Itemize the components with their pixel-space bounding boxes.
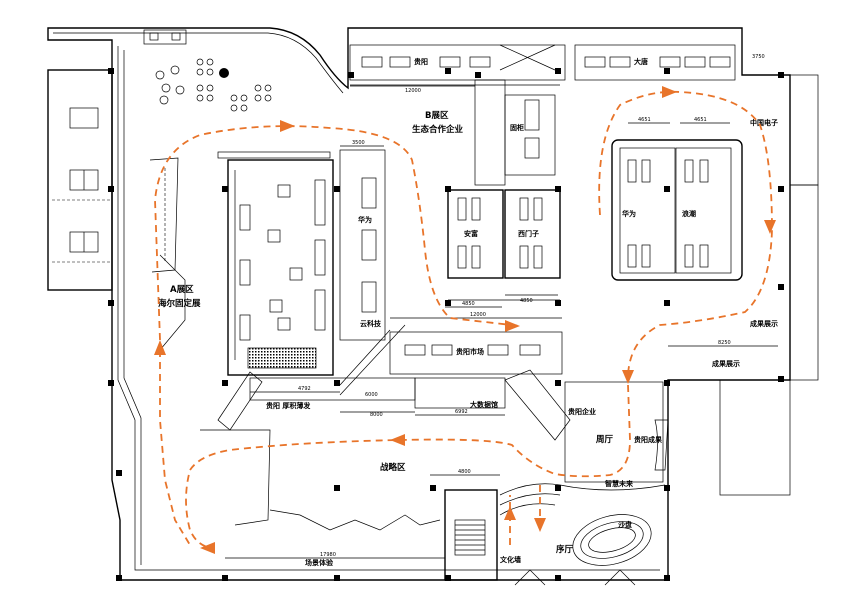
booth-anfu: 安富 — [464, 229, 478, 238]
booth-results-2: 成果展示 — [712, 359, 740, 368]
dimension-lines — [225, 85, 778, 559]
strategy-partitions — [149, 157, 441, 531]
svg-text:4651: 4651 — [638, 117, 651, 123]
svg-text:8250: 8250 — [718, 340, 731, 346]
svg-text:8000: 8000 — [370, 412, 383, 418]
svg-text:6992: 6992 — [455, 409, 468, 415]
b-zone-sub-label: 生态合作企业 — [412, 124, 464, 135]
svg-text:4792: 4792 — [298, 386, 311, 392]
booth-big-data: 大数据馆 — [470, 400, 498, 409]
svg-text:3750: 3750 — [752, 54, 765, 60]
middle-booth-row — [217, 324, 669, 483]
a-zone-label: A展区 — [170, 285, 194, 295]
svg-text:3500: 3500 — [352, 140, 365, 146]
svg-text:12000: 12000 — [405, 88, 421, 94]
dimension-text: 12000 3500 4651 4651 4850 4850 12000 600… — [298, 54, 765, 558]
booth-cabinet: 固柜 — [510, 123, 524, 132]
strategy-zone-label: 战略区 — [380, 462, 406, 473]
lobby — [444, 483, 666, 586]
route-arrow-icon — [200, 542, 215, 554]
columns — [108, 68, 784, 581]
a-zone-enclosure — [217, 149, 386, 376]
route-arrow-icon — [534, 518, 546, 532]
svg-text:6000: 6000 — [365, 392, 378, 398]
route-arrow-icon — [505, 320, 520, 332]
booth-guiyang-enterprise: 贵阳企业 — [568, 407, 596, 416]
route-arrow-icon — [280, 120, 295, 132]
route-arrow-icon — [662, 86, 677, 98]
booth-huawei-right: 华为 — [622, 209, 636, 218]
booth-culture-wall: 文化墙 — [500, 555, 521, 564]
svg-text:4651: 4651 — [694, 117, 707, 123]
outer-walls — [47, 27, 819, 581]
route-arrow-icon — [390, 434, 405, 446]
booth-guiyang-bottom: 场景体验 — [305, 558, 334, 567]
svg-text:4850: 4850 — [520, 298, 533, 304]
corridor-label: 周厅 — [596, 434, 614, 445]
booth-china-telecom: 中国电子 — [750, 118, 778, 127]
a-zone-sub-label: 海尔固定展 — [158, 298, 201, 309]
route-arrow-icon — [154, 340, 166, 355]
b-zone-booths — [447, 139, 743, 301]
svg-text:4800: 4800 — [458, 469, 471, 475]
svg-text:17980: 17980 — [320, 552, 336, 558]
svg-text:12000: 12000 — [470, 312, 486, 318]
route-arrow-icon — [622, 370, 634, 384]
svg-text:4850: 4850 — [462, 301, 475, 307]
lobby-label: 序厅 — [555, 544, 574, 555]
lounge-furniture — [155, 58, 272, 112]
booth-guiyang-results: 贵阳成果 — [634, 435, 662, 444]
booth-xiaomi: 西门子 — [518, 229, 539, 238]
booth-future: 智慧未来 — [605, 479, 634, 488]
route-arrow-icon — [764, 220, 776, 234]
booth-huawei-center: 华为 — [358, 215, 372, 224]
booth-top-right: 大唐 — [634, 57, 648, 66]
booth-hq: 贵阳市场 — [456, 347, 484, 356]
booth-lenovo: 浪潮 — [682, 209, 696, 218]
booth-hq-label: 贵阳 厚积薄发 — [266, 401, 311, 410]
route-arrow-icon — [504, 506, 516, 520]
booth-sand-table: 沙盘 — [618, 520, 632, 529]
route-arrows — [154, 86, 776, 554]
booth-top-left: 贵阳 — [414, 57, 428, 66]
booth-results: 成果展示 — [750, 319, 778, 328]
labels: A展区 海尔固定展 B展区 生态合作企业 战略区 序厅 周厅 贵阳 大唐 固柜 … — [158, 57, 778, 567]
b-zone-label: B展区 — [425, 111, 449, 121]
top-booth-strip — [349, 44, 736, 186]
booth-yunke: 云科技 — [360, 319, 382, 328]
